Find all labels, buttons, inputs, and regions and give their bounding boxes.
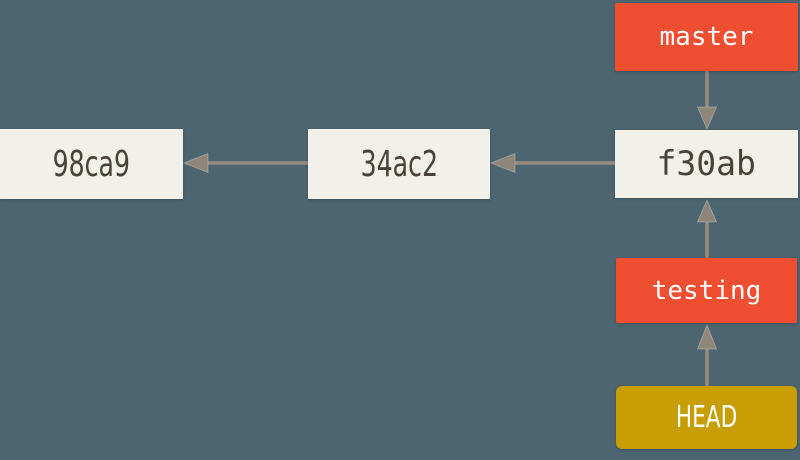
commit-hash-34ac2: 34ac2	[360, 143, 438, 185]
arrow-master-to-f30ab-icon	[696, 71, 718, 131]
arrow-head-to-testing-icon	[696, 323, 718, 386]
branch-label-testing: testing	[651, 275, 762, 306]
commit-hash-98ca9: 98ca9	[52, 143, 131, 185]
branch-pointer-testing: testing	[616, 258, 797, 323]
commit-hash-f30ab: f30ab	[656, 144, 757, 184]
commit-box-34ac2: 34ac2	[308, 129, 490, 199]
branch-label-master: master	[659, 22, 754, 52]
commit-box-98ca9: 98ca9	[0, 129, 183, 199]
arrow-f30ab-to-34ac2-icon	[489, 152, 615, 174]
head-pointer: HEAD	[616, 386, 797, 449]
head-label: HEAD	[675, 400, 738, 435]
arrow-34ac2-to-98ca9-icon	[182, 152, 308, 174]
commit-box-f30ab: f30ab	[615, 130, 798, 198]
branch-pointer-master: master	[615, 3, 798, 71]
arrow-testing-to-f30ab-icon	[696, 198, 718, 258]
